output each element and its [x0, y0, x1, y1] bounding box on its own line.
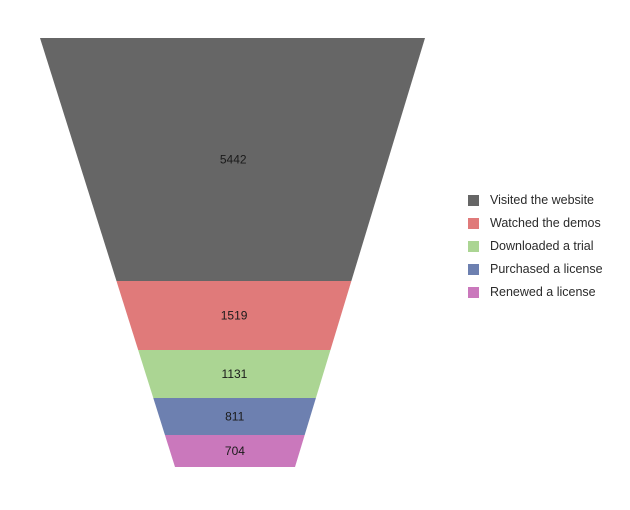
legend-item-label: Visited the website — [490, 193, 594, 208]
legend-swatch-icon — [468, 264, 479, 275]
funnel-segment[interactable] — [116, 281, 352, 350]
legend-item-label: Watched the demos — [490, 216, 601, 231]
funnel-value-label: 1519 — [221, 309, 248, 323]
legend-swatch-icon — [468, 195, 479, 206]
legend-item-label: Renewed a license — [490, 285, 596, 300]
funnel-value-label: 1131 — [222, 367, 248, 381]
legend-item-label: Downloaded a trial — [490, 239, 594, 254]
legend-item[interactable]: Watched the demos — [468, 212, 603, 235]
legend-item-label: Purchased a license — [490, 262, 603, 277]
funnel-value-label: 5442 — [220, 153, 247, 167]
funnel-segment[interactable] — [153, 398, 316, 435]
funnel-segments — [40, 38, 425, 467]
legend-item[interactable]: Renewed a license — [468, 281, 603, 304]
funnel-value-label: 811 — [225, 410, 244, 424]
legend-item[interactable]: Purchased a license — [468, 258, 603, 281]
legend-item[interactable]: Downloaded a trial — [468, 235, 603, 258]
legend-item[interactable]: Visited the website — [468, 189, 603, 212]
legend-swatch-icon — [468, 287, 479, 298]
funnel-value-label: 704 — [225, 444, 245, 458]
funnel-segment[interactable] — [164, 435, 305, 467]
funnel-segment[interactable] — [40, 38, 425, 281]
legend-swatch-icon — [468, 241, 479, 252]
legend-swatch-icon — [468, 218, 479, 229]
funnel-segment[interactable] — [138, 350, 331, 398]
funnel-value-labels: 5442 1519 1131 811 704 — [220, 153, 248, 459]
